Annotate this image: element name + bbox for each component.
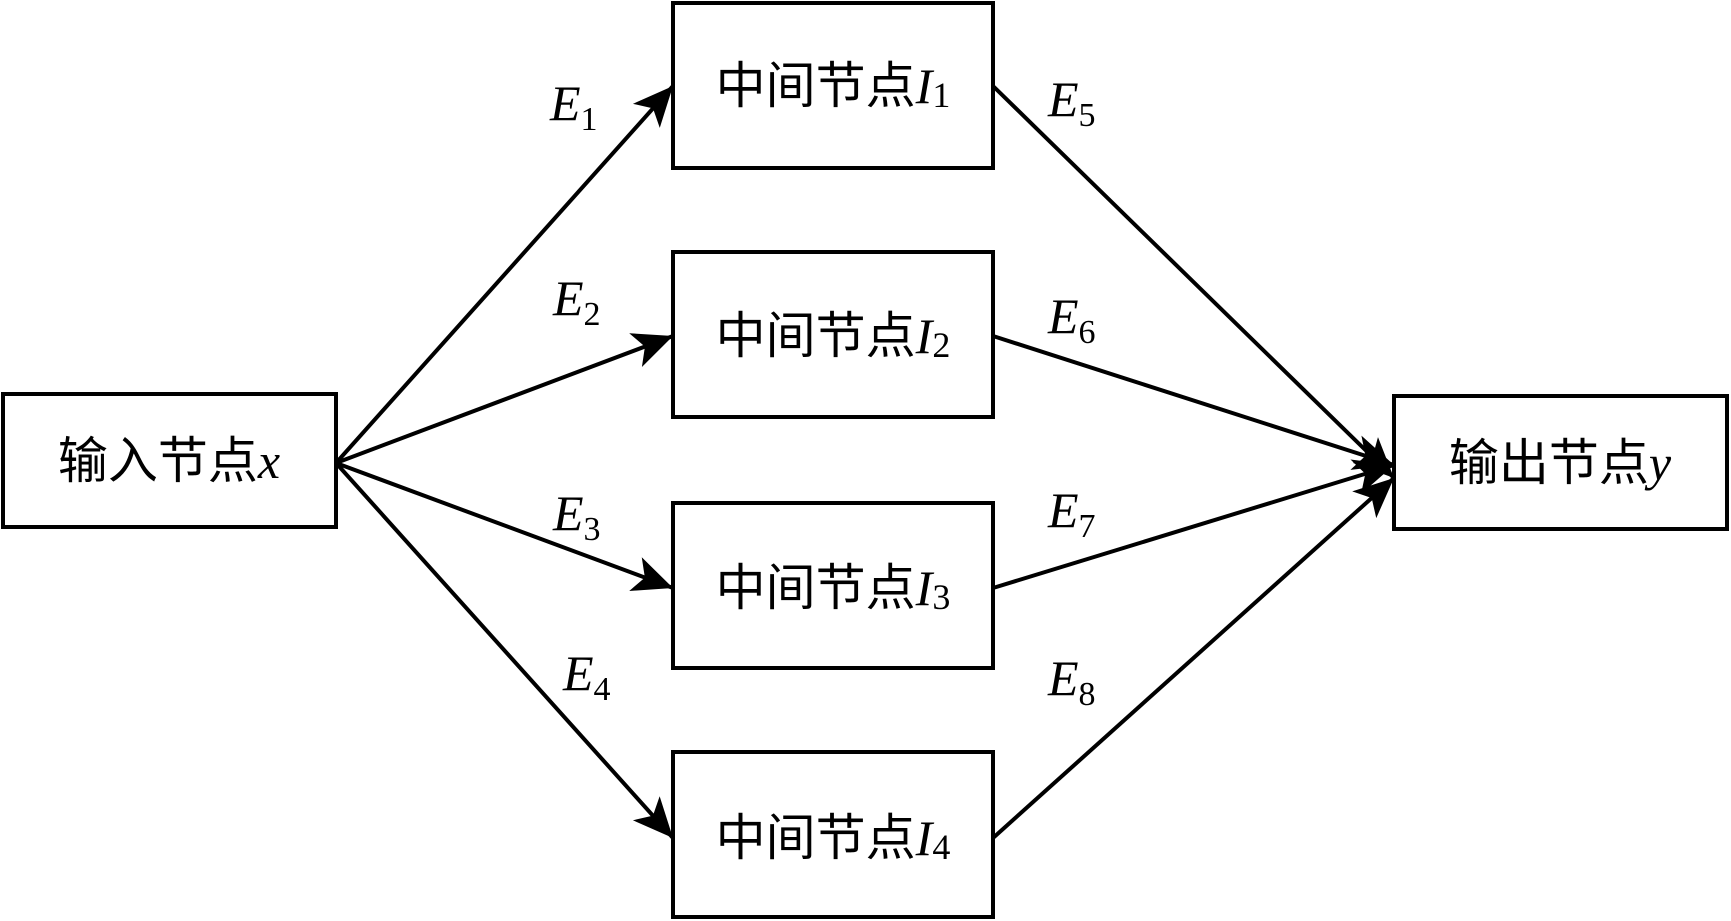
input-node: 输入节点x: [1, 392, 338, 529]
svg-text:输入节点x: 输入节点x: [58, 432, 280, 490]
arrowhead-e3: [629, 557, 673, 591]
svg-text:中间节点I2: 中间节点I2: [716, 307, 951, 365]
intermediate-node-1-sub: 1: [932, 75, 950, 115]
svg-text:中间节点I4: 中间节点I4: [716, 809, 951, 867]
edge-e1-arrow: [334, 84, 675, 465]
output-node-label: 输出节点: [1449, 434, 1649, 492]
edge-label-e7: E7: [1047, 482, 1096, 545]
intermediate-node-1-var: I: [915, 58, 935, 114]
input-node-var: x: [257, 433, 280, 489]
edge-label-e8: E8: [1047, 650, 1096, 713]
edge-e5-arrow: [991, 84, 1396, 480]
edges: [334, 84, 1396, 840]
intermediate-node-4-var: I: [915, 810, 935, 866]
svg-text:中间节点I1: 中间节点I1: [716, 57, 951, 115]
intermediate-node-3: 中间节点I3: [671, 501, 995, 670]
input-node-label: 输入节点: [58, 432, 258, 490]
svg-text:输出节点y: 输出节点y: [1449, 434, 1672, 492]
edge-e4-arrow: [334, 461, 675, 840]
edge-e7-arrow: [992, 463, 1395, 590]
arrowhead-e4: [632, 796, 673, 838]
edge-label-e2: E2: [552, 270, 601, 333]
edge-labels: E1 E2 E3 E4 E5 E6 E7 E8: [549, 71, 1096, 713]
intermediate-node-3-sub: 3: [932, 577, 950, 617]
intermediate-node-3-label: 中间节点: [716, 559, 916, 617]
edge-label-e6: E6: [1047, 288, 1096, 351]
intermediate-node-2-var: I: [915, 308, 935, 364]
edge-label-e3: E3: [552, 485, 601, 548]
edge-label-e5: E5: [1047, 71, 1096, 134]
arrowhead-e7: [1350, 459, 1394, 494]
intermediate-node-4: 中间节点I4: [671, 750, 995, 919]
svg-text:中间节点I3: 中间节点I3: [716, 559, 951, 617]
output-node-var: y: [1644, 435, 1672, 491]
edge-e2-arrow: [335, 334, 674, 465]
edge-e3-arrow: [335, 461, 674, 590]
intermediate-node-4-label: 中间节点: [716, 809, 916, 867]
arrowhead-e8: [1352, 478, 1394, 519]
edge-label-e1: E1: [549, 75, 598, 138]
edge-e8-arrow: [991, 476, 1396, 840]
edge-label-e4: E4: [562, 645, 611, 708]
arrowheads: [629, 86, 1394, 838]
intermediate-node-1: 中间节点I1: [671, 1, 995, 170]
intermediate-node-4-sub: 4: [932, 827, 950, 867]
intermediate-node-1-label: 中间节点: [716, 57, 916, 115]
intermediate-node-2-label: 中间节点: [716, 307, 916, 365]
edge-e6-arrow: [992, 334, 1395, 467]
output-node: 输出节点y: [1392, 394, 1729, 531]
arrowhead-e2: [629, 333, 673, 367]
arrowhead-e1: [632, 86, 673, 128]
intermediate-node-2: 中间节点I2: [671, 250, 995, 419]
intermediate-node-3-var: I: [915, 560, 935, 616]
intermediate-node-2-sub: 2: [932, 325, 950, 365]
